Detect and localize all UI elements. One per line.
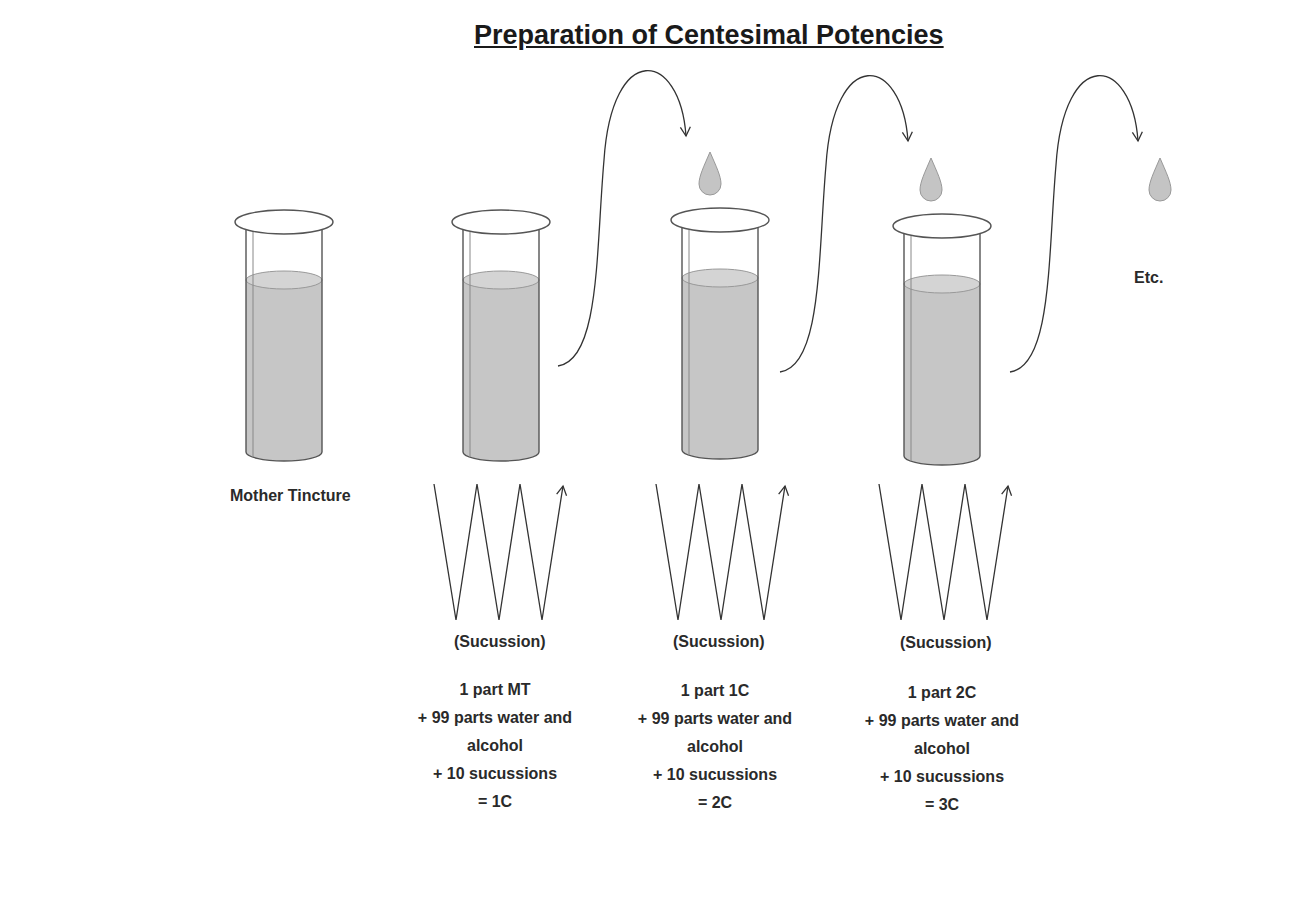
test-tube bbox=[904, 275, 980, 293]
test-tube bbox=[911, 236, 912, 461]
step-recipe: 1 part 1C + 99 parts water and alcohol +… bbox=[635, 677, 795, 817]
test-tube bbox=[463, 271, 539, 289]
test-tube bbox=[682, 269, 758, 287]
succussion-label: (Sucussion) bbox=[673, 628, 765, 656]
succussion-label: (Sucussion) bbox=[900, 629, 992, 657]
test-tube bbox=[235, 210, 333, 234]
step-recipe: 1 part MT + 99 parts water and alcohol +… bbox=[415, 676, 575, 816]
test-tube bbox=[682, 278, 758, 459]
test-tube bbox=[463, 280, 539, 461]
test-tube bbox=[452, 210, 550, 234]
diagram-title: Preparation of Centesimal Potencies bbox=[474, 20, 944, 51]
test-tube bbox=[253, 232, 254, 457]
test-tube bbox=[904, 284, 980, 465]
test-tube bbox=[689, 230, 690, 455]
test-tube bbox=[463, 222, 539, 461]
test-tube bbox=[246, 280, 322, 461]
test-tube bbox=[470, 232, 471, 457]
tube-label: Mother Tincture bbox=[230, 482, 351, 510]
test-tube bbox=[246, 271, 322, 289]
test-tube bbox=[904, 226, 980, 465]
test-tube bbox=[246, 222, 322, 461]
succussion-label: (Sucussion) bbox=[454, 628, 546, 656]
test-tubes bbox=[235, 208, 991, 465]
step-recipe: 1 part 2C + 99 parts water and alcohol +… bbox=[862, 679, 1022, 819]
test-tube bbox=[893, 214, 991, 238]
succussion-zigzags bbox=[434, 484, 1008, 620]
drops bbox=[699, 152, 1171, 201]
transfer-arrows bbox=[558, 71, 1138, 372]
test-tube bbox=[671, 208, 769, 232]
etc-label: Etc. bbox=[1134, 264, 1163, 292]
test-tube bbox=[682, 220, 758, 459]
